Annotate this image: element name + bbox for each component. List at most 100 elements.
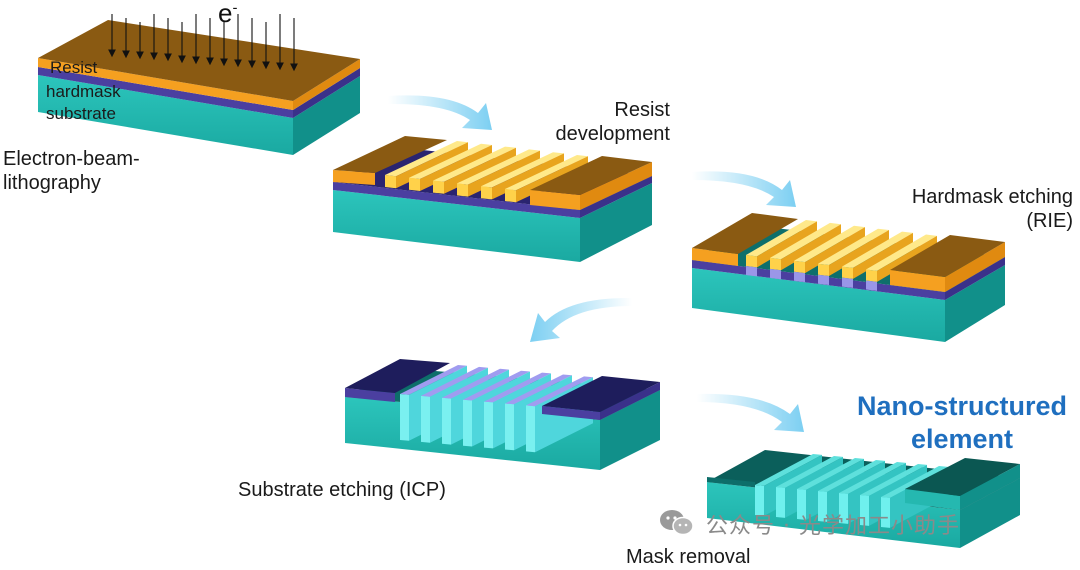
arrow-3 [530,297,632,342]
nanostructure-line-top [818,460,885,492]
electron-beam-arrowhead [220,58,228,67]
hardmask-line-front [770,257,781,271]
hardmask-line-front [818,263,829,277]
resist-line-top [457,149,540,185]
hardmask-line-front [794,260,805,274]
block-hardmask-etch [692,213,1005,342]
resist-line-front [385,175,396,189]
hardmask-line-under [794,271,805,283]
resist-line-front [457,183,468,197]
block-development [333,136,652,262]
substrate-line-front [526,405,535,453]
nanostructure-line-top [797,458,864,490]
resist-line-top [505,155,588,191]
hardmask-line-side [757,221,817,268]
arrow-2 [692,171,796,207]
nanostructure-line-front [755,485,764,516]
hardmask-line-side [781,224,841,271]
substrate-line-front [463,399,472,447]
nanostructure-line-front [818,491,827,522]
electron-beam-arrowhead [290,63,298,72]
electron-beam-arrowhead [108,49,116,58]
nanostructure-line-front [860,495,869,526]
hardmask-line-under [818,274,829,286]
resist-line-front [481,186,492,200]
electron-beam-arrowhead [276,62,284,71]
substrate-line-front [484,401,493,449]
hardmask-line-front [842,266,853,279]
electron-beam-arrowhead [248,60,256,69]
nanostructure-line-front [839,493,848,524]
electron-beam-arrowhead [136,51,144,60]
resist-line-top [385,141,468,177]
electron-beam-arrowhead [192,56,200,65]
step-ebl-label: Electron-beam- lithography [3,147,140,195]
hardmask-line-under [770,268,781,280]
step-development-line1: Resist [614,99,670,121]
nanostructure-line-top [839,462,906,494]
nanostructure-line-top [860,464,927,496]
substrate-line-front [442,397,451,445]
substrate-line-top [463,370,530,401]
nanostructure-line-top [755,454,822,486]
resist-line-front [505,189,516,203]
final-element-line2: element [910,424,1014,454]
substrate-line-top [526,376,593,407]
final-element-label: Nano-structured element [842,390,1080,456]
electron-beam-arrowhead [122,50,130,59]
wechat-icon [660,510,694,536]
resist-line-top [409,143,492,180]
electron-beam-arrowhead [164,53,172,62]
process-arrows [388,95,804,432]
step-development-line2: development [555,123,670,145]
resist-line-front [433,180,444,194]
electron-label: e- [218,0,238,28]
electron-beam-arrowhead [206,57,214,66]
block-final [707,450,1020,548]
hardmask-line-top [746,220,817,257]
hardmask-line-under [842,277,853,288]
hardmask-layer-label: hardmask [46,82,121,101]
substrate-line-top [421,366,488,397]
step-hardmask-etch-line1: Hardmask etching [911,186,1073,208]
resist-line-front [409,177,420,192]
block-ebl [38,14,360,155]
electron-beam-arrows [108,14,298,72]
hardmask-line-top [794,225,865,263]
step-development-label: Resist development [520,98,670,146]
arrow-4 [697,393,804,432]
substrate-line-top [400,365,467,395]
electron-beam-arrowhead [234,59,242,68]
watermark-text: 公众号 · 光学加工小助手 [706,514,960,539]
step-ebl-line1: Electron-beam- [3,148,140,170]
block-substrate-etch [345,359,660,470]
nanostructure-line-top [776,456,843,488]
nanostructure-line-front [881,497,890,528]
step-hardmask-etch-line2: (RIE) [1026,210,1073,232]
resist-layer-label: Resist [50,58,98,77]
substrate-line-top [442,368,509,399]
resist-line-top [433,146,516,182]
hardmask-line-top [866,234,937,271]
electron-beam-arrowhead [150,52,158,61]
hardmask-line-top [770,222,841,260]
substrate-line-front [505,403,514,451]
hardmask-line-front [866,269,877,282]
hardmask-line-side [805,227,865,274]
hardmask-line-side [853,232,913,279]
step-ebl-line2: lithography [3,172,101,194]
hardmask-line-top [842,231,913,268]
substrate-line-front [400,394,409,441]
substrate-line-top [484,372,551,403]
nanostructure-line-front [797,489,806,520]
step-substrate-etch-label: Substrate etching (ICP) [238,479,446,501]
nanostructure-line-front [776,487,785,518]
hardmask-line-under [866,280,877,291]
hardmask-line-top [818,228,889,266]
hardmask-line-side [829,230,889,277]
arrow-1 [388,95,492,130]
step-mask-removal-label: Mask removal [626,546,751,568]
substrate-layer-label: substrate [46,104,116,123]
nanostructure-line-top [881,466,948,498]
